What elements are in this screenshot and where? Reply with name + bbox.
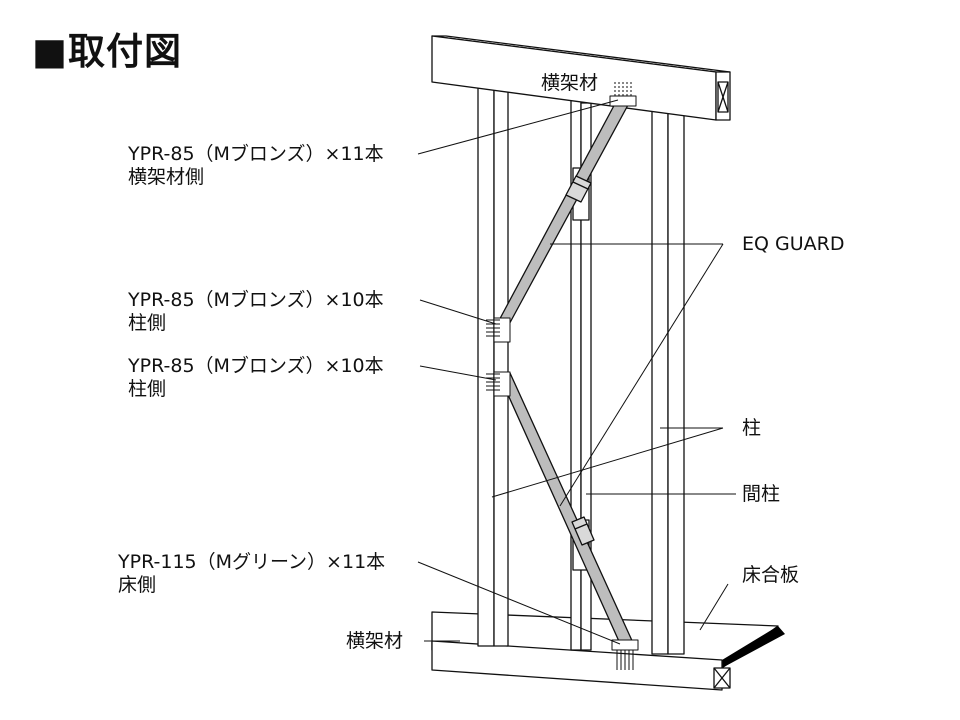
mid2-side-label: 柱側 [128,378,167,400]
mid1-callout: YPR-85（Mブロンズ）×10本 柱側 [128,289,384,335]
lower-column-bracket [486,371,511,397]
leader-lines [417,99,736,645]
upper-brace-callout: YPR-85（Mブロンズ）×11本 横架材側 [128,143,384,189]
mid1-side-label: 柱側 [128,312,167,334]
column-label: 柱 [742,417,762,439]
mid2-spec-label: YPR-85（Mブロンズ）×10本 [128,355,384,377]
bottom-beam-label: 横架材 [346,630,404,652]
lower-side-label: 床側 [118,574,157,596]
upper-column-bracket [486,317,511,343]
upper-spec-label: YPR-85（Mブロンズ）×11本 [128,143,384,165]
mid1-spec-label: YPR-85（Mブロンズ）×10本 [128,289,384,311]
stud-label: 間柱 [742,483,781,505]
floor-board-label: 床合板 [742,564,800,586]
top-beam [431,35,731,121]
eq-guard-label: EQ GUARD [742,233,845,255]
left-column [477,81,509,647]
upper-side-label: 横架材側 [128,166,205,188]
top-bracket [609,82,637,107]
floor-bracket [611,639,639,670]
lower-spec-label: YPR-115（Mグリーン）×11本 [118,551,386,573]
mid2-callout: YPR-85（Mブロンズ）×10本 柱側 [128,355,384,401]
lower-brace [499,372,635,649]
upper-brace [495,99,629,331]
right-column [651,95,685,655]
top-beam-label: 横架材 [541,72,599,94]
lower-brace-callout: YPR-115（Mグリーン）×11本 床側 [118,551,385,597]
page-title: ■取付図 [32,30,182,73]
